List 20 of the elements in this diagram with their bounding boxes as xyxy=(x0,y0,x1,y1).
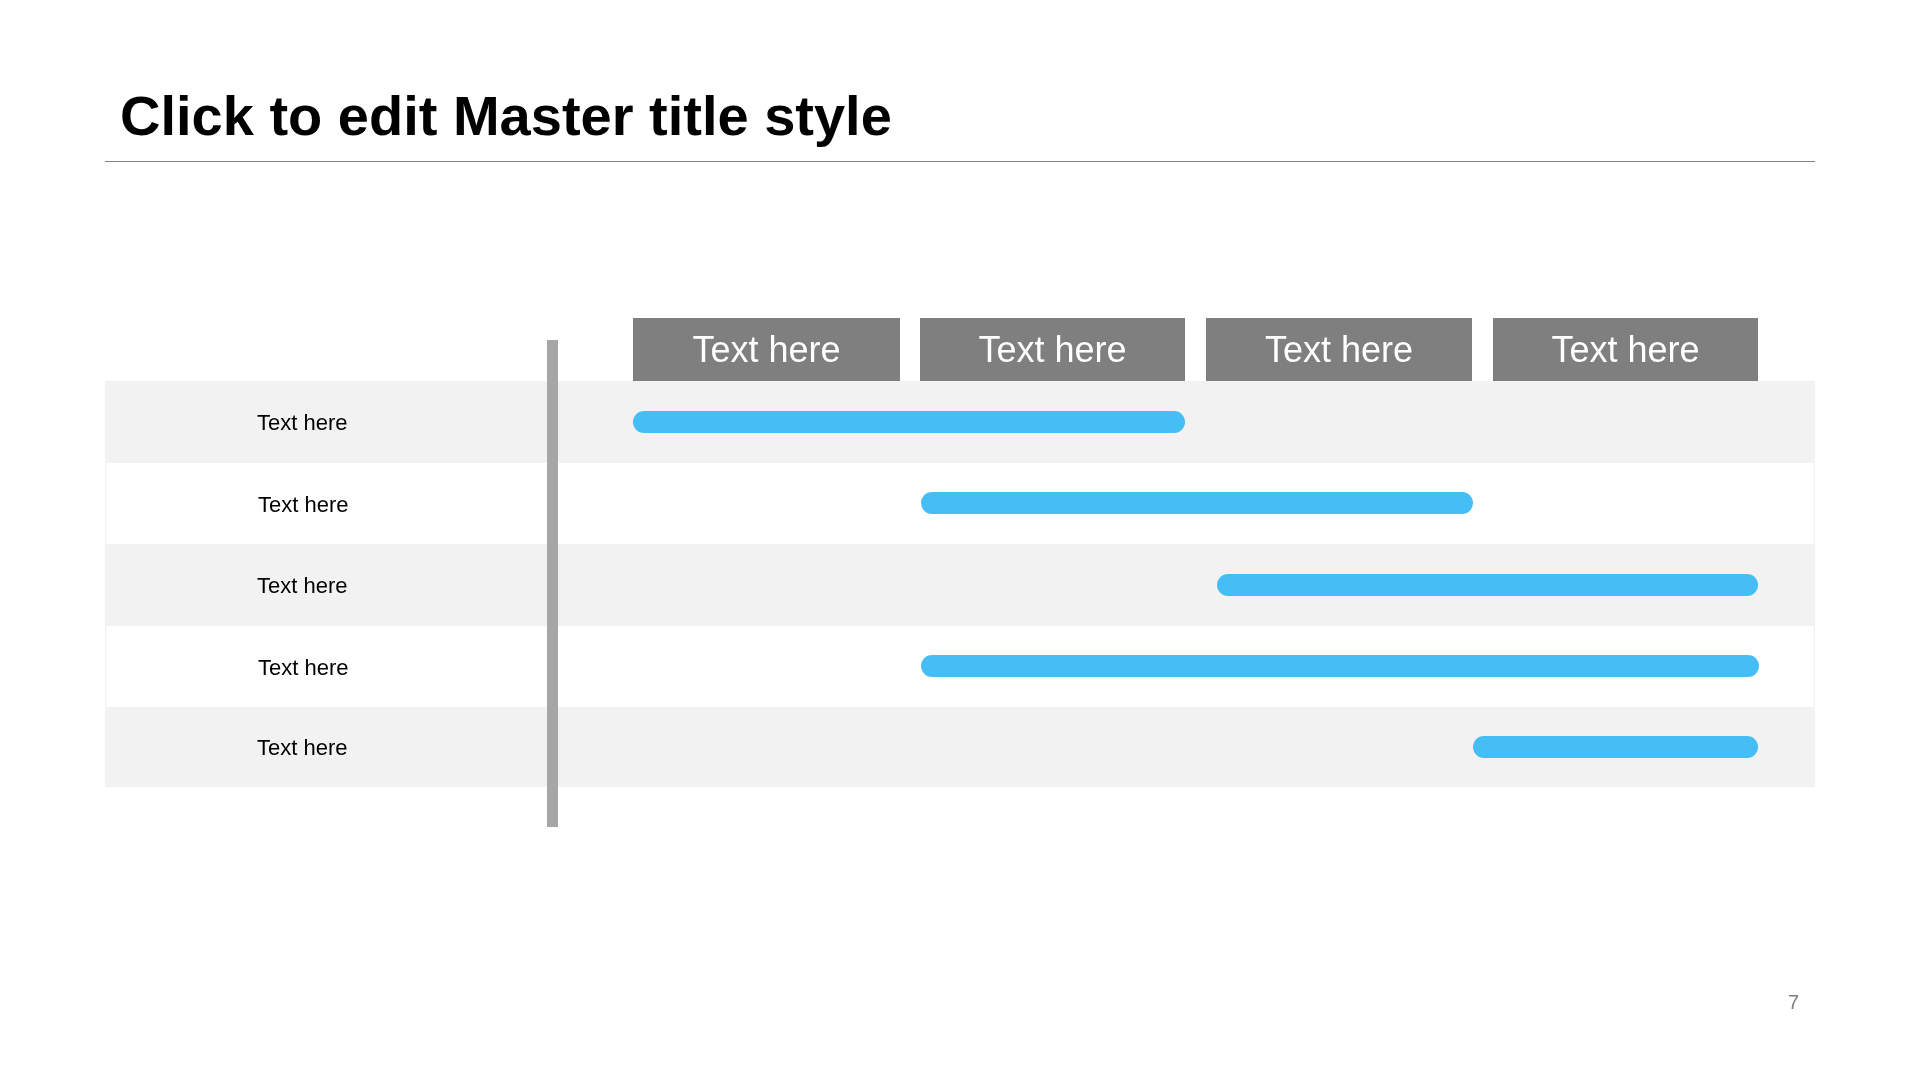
timeline-bar xyxy=(921,655,1759,677)
row-band xyxy=(105,626,1815,707)
timeline-bar xyxy=(633,411,1185,433)
timeline-bar xyxy=(921,492,1473,514)
timeline-bar xyxy=(1473,736,1758,758)
row-band xyxy=(105,381,1815,463)
row-band xyxy=(105,463,1815,544)
row-label: Text here xyxy=(257,733,348,762)
column-header: Text here xyxy=(1206,318,1472,381)
row-label: Text here xyxy=(257,571,348,600)
column-header: Text here xyxy=(920,318,1185,381)
page-number: 7 xyxy=(1788,990,1800,1015)
row-label: Text here xyxy=(258,653,349,681)
row-label: Text here xyxy=(258,490,349,518)
column-header: Text here xyxy=(633,318,900,381)
row-band xyxy=(105,707,1815,787)
row-label: Text here xyxy=(257,408,348,437)
timeline-bar xyxy=(1217,574,1758,596)
row-band xyxy=(105,544,1815,626)
column-header: Text here xyxy=(1493,318,1758,381)
